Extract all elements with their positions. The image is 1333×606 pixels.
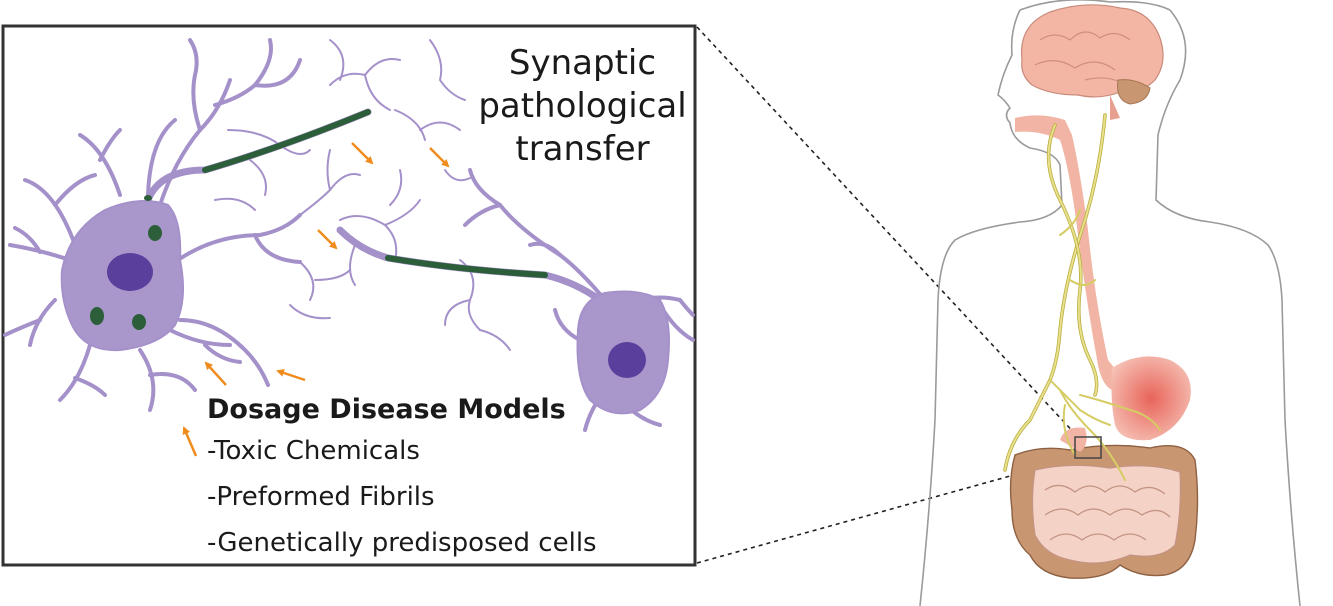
stomach-icon (1015, 115, 1191, 441)
title-line: pathological (478, 86, 687, 126)
aggregate (132, 314, 146, 330)
connector-line-bottom (696, 457, 1076, 564)
disease-models-list: Dosage Disease Models -Toxic Chemicals -… (207, 392, 597, 566)
intestine-icon (1009, 427, 1199, 579)
model-item: -Toxic Chemicals (207, 436, 420, 466)
nucleus-right (608, 342, 646, 378)
vagus-nerve-icon (1003, 113, 1161, 481)
connector-line-top (696, 26, 1079, 438)
brain-icon (1020, 4, 1164, 120)
nucleus-left (107, 253, 153, 291)
aggregate (144, 195, 152, 201)
aggregate (148, 225, 162, 241)
disease-models-heading: Dosage Disease Models (207, 394, 566, 425)
arrow-icon (182, 142, 450, 457)
model-item: -Genetically predisposed cells (207, 528, 597, 558)
model-item: -Preformed Fibrils (207, 482, 435, 512)
axon (144, 108, 604, 304)
aggregate (90, 307, 104, 325)
diagram-title: Synaptic pathological transfer (470, 42, 695, 171)
zoom-region-box (1074, 436, 1102, 459)
title-line: transfer (515, 129, 650, 169)
title-line: Synaptic (508, 43, 657, 83)
